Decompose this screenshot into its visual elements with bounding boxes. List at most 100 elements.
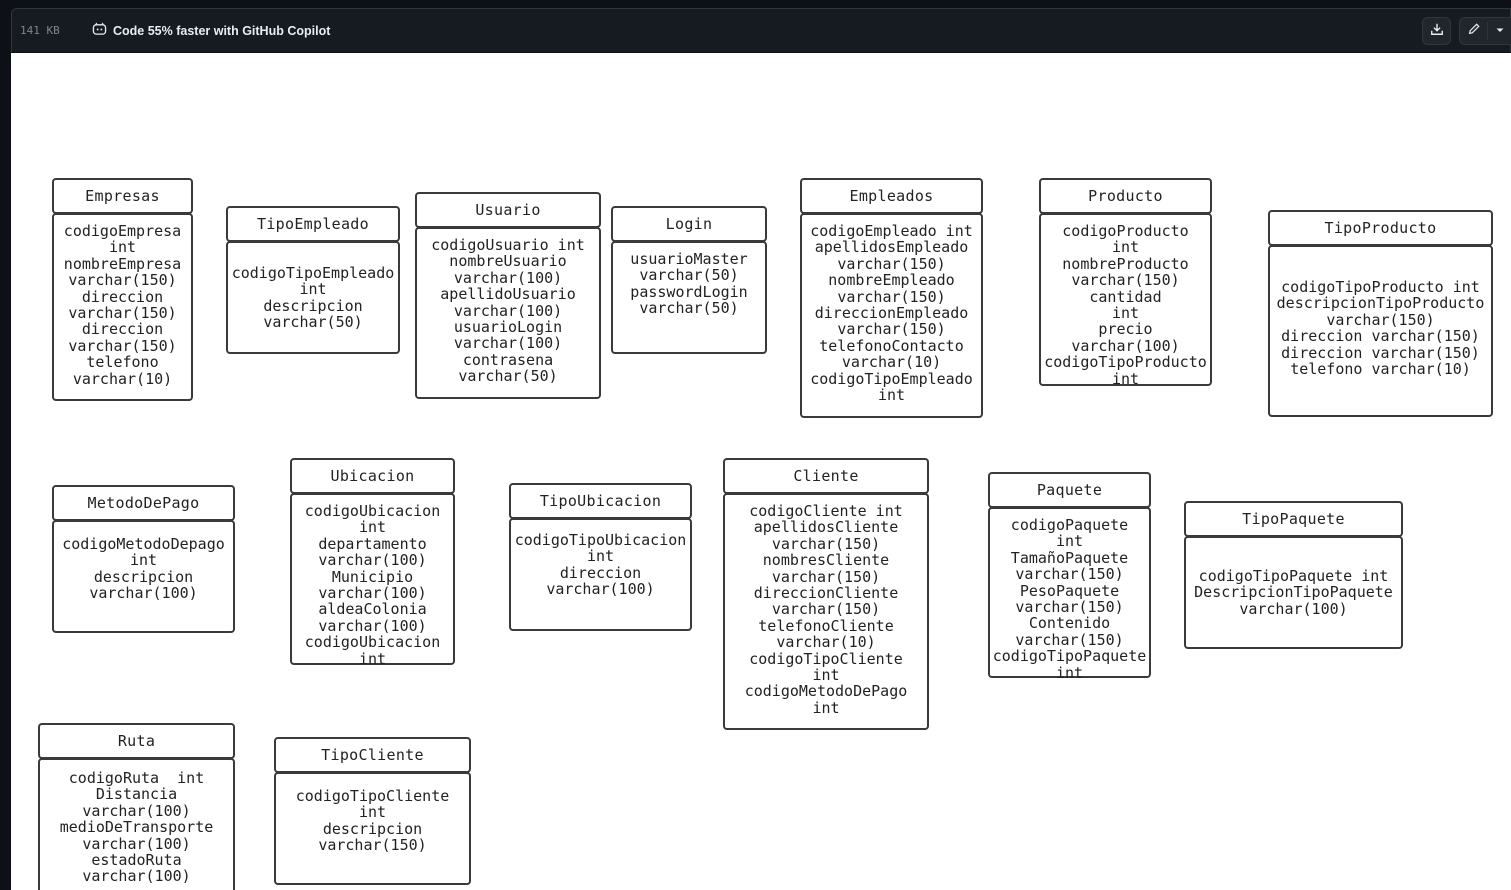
field-line: nombreEmpleado [828,271,955,290]
field-line: varchar(50) [639,266,739,285]
caret-down-icon[interactable] [1495,23,1505,42]
field-line: varchar(150) [68,304,177,323]
field-line: varchar(150) [68,271,177,290]
field-line: DescripcionTipoPaquete [1194,583,1393,602]
field-line: varchar(100) [318,616,427,635]
field-line: codigoTipoEmpleado [231,263,395,282]
field-line: telefonoCliente [758,616,894,635]
field-line: codigoTipoEmpleado [810,369,973,388]
field-line: codigoUbicacion [304,502,441,520]
field-line: nombresCliente [762,551,890,570]
field-line: varchar(150) [1071,271,1180,290]
field-line: direccion varchar(150) [1281,343,1480,362]
field-line: varchar(10) [776,633,876,652]
field-line: apellidosCliente [753,518,899,537]
field-line: apellidoUsuario [440,285,576,304]
field-line: codigoTipoPaquete [992,647,1147,666]
field-line: varchar(150) [837,320,946,339]
field-line: int [1055,532,1084,551]
field-line: varchar(50) [458,367,558,386]
field-line: usuarioMaster [630,250,748,268]
field-line: descripcionTipoProducto [1276,294,1485,313]
field-line: nombreProducto [1062,254,1189,273]
field-line: direccionCliente [753,584,899,603]
field-line: Contenido [1028,614,1111,633]
field-line: PesoPaquete [1019,581,1120,600]
field-line: varchar(100) [89,584,198,603]
field-line: medioDeTransporte [59,818,214,837]
entity-title: Paquete [988,472,1151,508]
field-line: codigoEmpresa [63,222,182,240]
field-line: codigoPaquete [1010,516,1129,534]
field-line: telefono [86,353,159,372]
button-divider [1487,22,1488,40]
field-line: Municipio [331,567,414,586]
entity-title: Empleados [800,178,983,214]
field-line: varchar(150) [318,836,427,855]
field-line: direccion [81,287,164,306]
pencil-icon [1467,22,1481,41]
copilot-promo[interactable]: Code 55% faster with GitHub Copilot [92,22,330,39]
field-line: codigoMetodoDePago [744,682,908,701]
field-line: Distancia [95,785,178,804]
entity-title: Producto [1039,178,1212,214]
field-line: varchar(10) [841,353,942,372]
field-line: varchar(50) [263,312,363,331]
entity-title: TipoUbicacion [509,483,692,519]
field-line: codigoProducto [1062,222,1189,240]
field-line: TamañoPaquete [1010,548,1129,567]
entity-title: Usuario [415,192,601,228]
field-line: codigoMetodoDepago [62,535,225,553]
field-line: precio [1098,320,1153,339]
field-line: varchar(100) [82,867,191,886]
field-line: varchar(100) [1071,336,1180,355]
field-line: nombreEmpresa [63,254,182,273]
field-line: cantidad [1089,287,1162,306]
edit-button[interactable] [1459,17,1511,45]
entity-title: Ruta [38,723,235,759]
field-line: codigoUsuario int [431,236,585,254]
field-line: varchar(100) [82,801,191,820]
field-line: int [129,551,158,570]
field-line: codigoTipoUbicacion [514,531,687,549]
field-line: int [1111,369,1140,388]
field-line: varchar(150) [837,287,946,306]
field-line: int [1111,304,1140,323]
field-line: varchar(100) [453,301,563,320]
entity-title: MetodoDePago [52,485,235,521]
field-line: varchar(100) [546,580,655,599]
file-toolbar: 141 KB Code 55% faster with GitHub Copil… [11,8,1511,52]
field-line: int [1111,238,1140,257]
field-line: codigoRuta int [68,769,205,787]
field-line: int [108,238,137,257]
field-line: int [1055,663,1084,682]
field-line: codigoTipoCliente [749,649,903,668]
entity-title: TipoCliente [274,737,471,773]
entity-title: TipoEmpleado [226,206,400,242]
download-icon [1430,22,1444,41]
entity-title: Login [611,206,767,242]
field-line: descripcion [322,819,423,838]
field-line: descripcion [93,567,194,586]
download-button[interactable] [1422,17,1451,45]
